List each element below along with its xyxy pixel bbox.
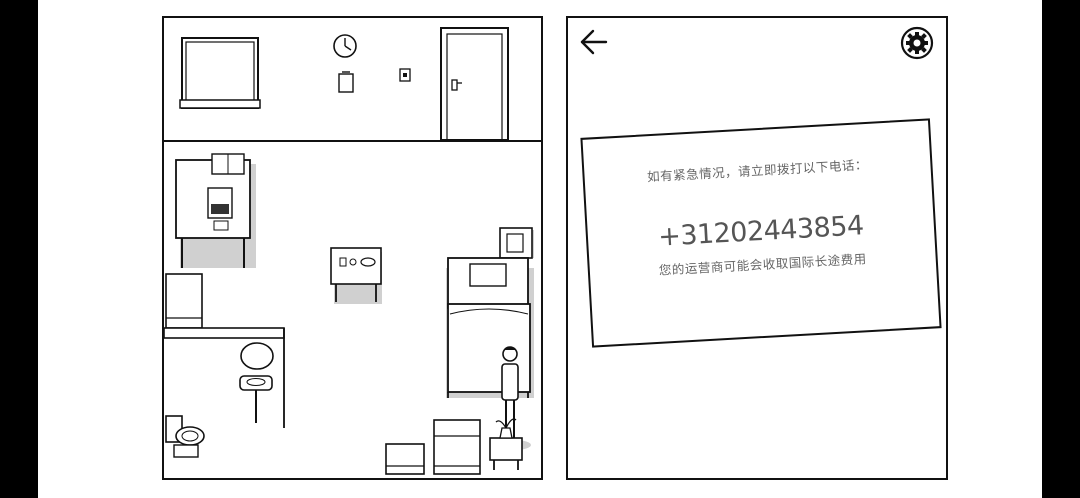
gear-icon [900,26,934,60]
emergency-note-card: 如有紧急情况，请立即拨打以下电话： +31202443854 您的运营商可能会收… [580,118,942,348]
toilet[interactable] [165,415,205,458]
settings-button[interactable] [900,26,934,60]
wall-note[interactable] [338,71,354,93]
room-scene [164,27,541,475]
left-letterbox [0,0,38,498]
small-table[interactable] [330,247,382,304]
bathroom-wall [164,327,285,428]
light-switch[interactable] [399,68,411,82]
room-scene-panel [162,16,543,480]
kitchen-counter[interactable] [175,153,256,268]
window[interactable] [179,37,261,109]
back-button[interactable] [578,26,610,58]
note-instruction-text: 如有紧急情况，请立即拨打以下电话： [646,156,869,185]
sink[interactable] [239,375,273,423]
arrow-left-icon [580,29,608,55]
door[interactable] [440,27,509,141]
plant-stool[interactable] [489,418,523,470]
clock-icon[interactable] [333,34,357,58]
right-letterbox [1042,0,1080,498]
storage-box[interactable] [385,443,425,475]
cabinet[interactable] [165,273,203,329]
player-character[interactable] [499,346,531,451]
dresser[interactable] [433,419,481,475]
bed[interactable] [446,257,534,398]
mirror[interactable] [240,342,274,370]
picture-frame[interactable] [499,227,534,259]
